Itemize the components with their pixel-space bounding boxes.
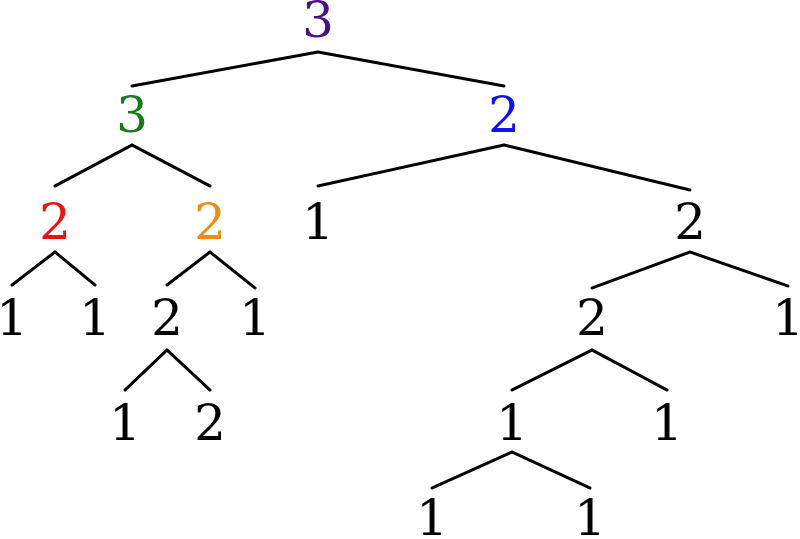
tree-edge-n6-n12	[688, 250, 790, 288]
tree-edge-n4-n10	[208, 250, 257, 290]
tree-edge-n15-n17	[430, 450, 514, 490]
tree-edges	[10, 50, 790, 490]
tree-edge-n1-n4	[130, 143, 212, 188]
tree-edge-n9-n13	[123, 348, 169, 392]
tree-node-n16: 1	[651, 394, 683, 452]
tree-node-n11: 2	[576, 289, 608, 347]
tree-edge-n2-n6	[502, 143, 692, 192]
tree-node-n17: 1	[416, 489, 448, 539]
tree-edge-n0-n2	[316, 50, 506, 88]
tree-edge-n11-n16	[590, 348, 669, 392]
tree-edge-n11-n15	[510, 348, 594, 392]
tree-node-n13: 1	[109, 394, 141, 452]
tree-node-n18: 1	[574, 489, 606, 539]
tree-node-n7: 1	[0, 289, 28, 347]
tree-edge-n15-n18	[510, 450, 592, 490]
tree-node-n14: 2	[194, 394, 226, 452]
tree-node-n9: 2	[151, 289, 183, 347]
tree-node-n6: 2	[674, 193, 706, 251]
tree-node-n10: 1	[239, 289, 271, 347]
tree-edge-n4-n9	[165, 250, 212, 287]
tree-node-n0: 3	[302, 0, 334, 49]
tree-edge-n3-n7	[10, 250, 57, 287]
tree-node-n15: 1	[496, 394, 528, 452]
tree-node-n2: 2	[488, 86, 520, 144]
tree-node-n3: 2	[39, 193, 71, 251]
tree-node-n12: 1	[772, 289, 800, 347]
tree-node-n5: 1	[302, 193, 334, 251]
tree-edge-n3-n8	[53, 250, 97, 287]
tree-edge-n6-n11	[590, 250, 692, 290]
tree-edge-n2-n5	[316, 143, 506, 188]
tree-node-n4: 2	[194, 193, 226, 251]
tree-node-n8: 1	[79, 289, 111, 347]
tree-edge-n0-n1	[130, 50, 320, 88]
tree-edge-n1-n3	[53, 143, 134, 188]
tree-node-n1: 3	[116, 86, 148, 144]
tree-edge-n9-n14	[165, 348, 212, 392]
